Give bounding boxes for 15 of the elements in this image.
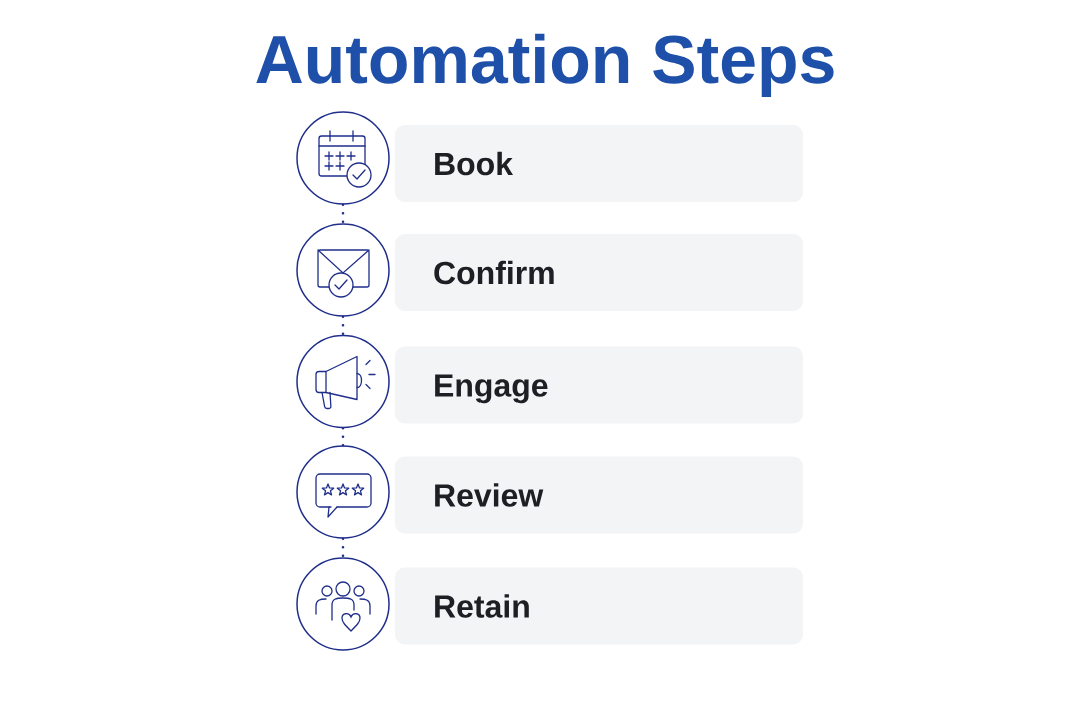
- title: Automation Steps: [256, 33, 834, 98]
- dotted-connector: [341, 426, 345, 447]
- step-circle: [296, 334, 390, 429]
- step-circle: [296, 557, 390, 651]
- step-box: Confirm: [395, 234, 803, 311]
- step-box: Book: [395, 125, 803, 202]
- dotted-connector: [341, 203, 345, 225]
- dotted-connector: [341, 537, 345, 559]
- step-circle: [296, 111, 390, 205]
- step-circle: [296, 445, 390, 539]
- step-box: Review: [395, 456, 803, 534]
- step-box: Retain: [395, 567, 803, 645]
- step-circle: [296, 223, 390, 317]
- step-box: Engage: [395, 346, 803, 424]
- dotted-connector: [341, 315, 345, 337]
